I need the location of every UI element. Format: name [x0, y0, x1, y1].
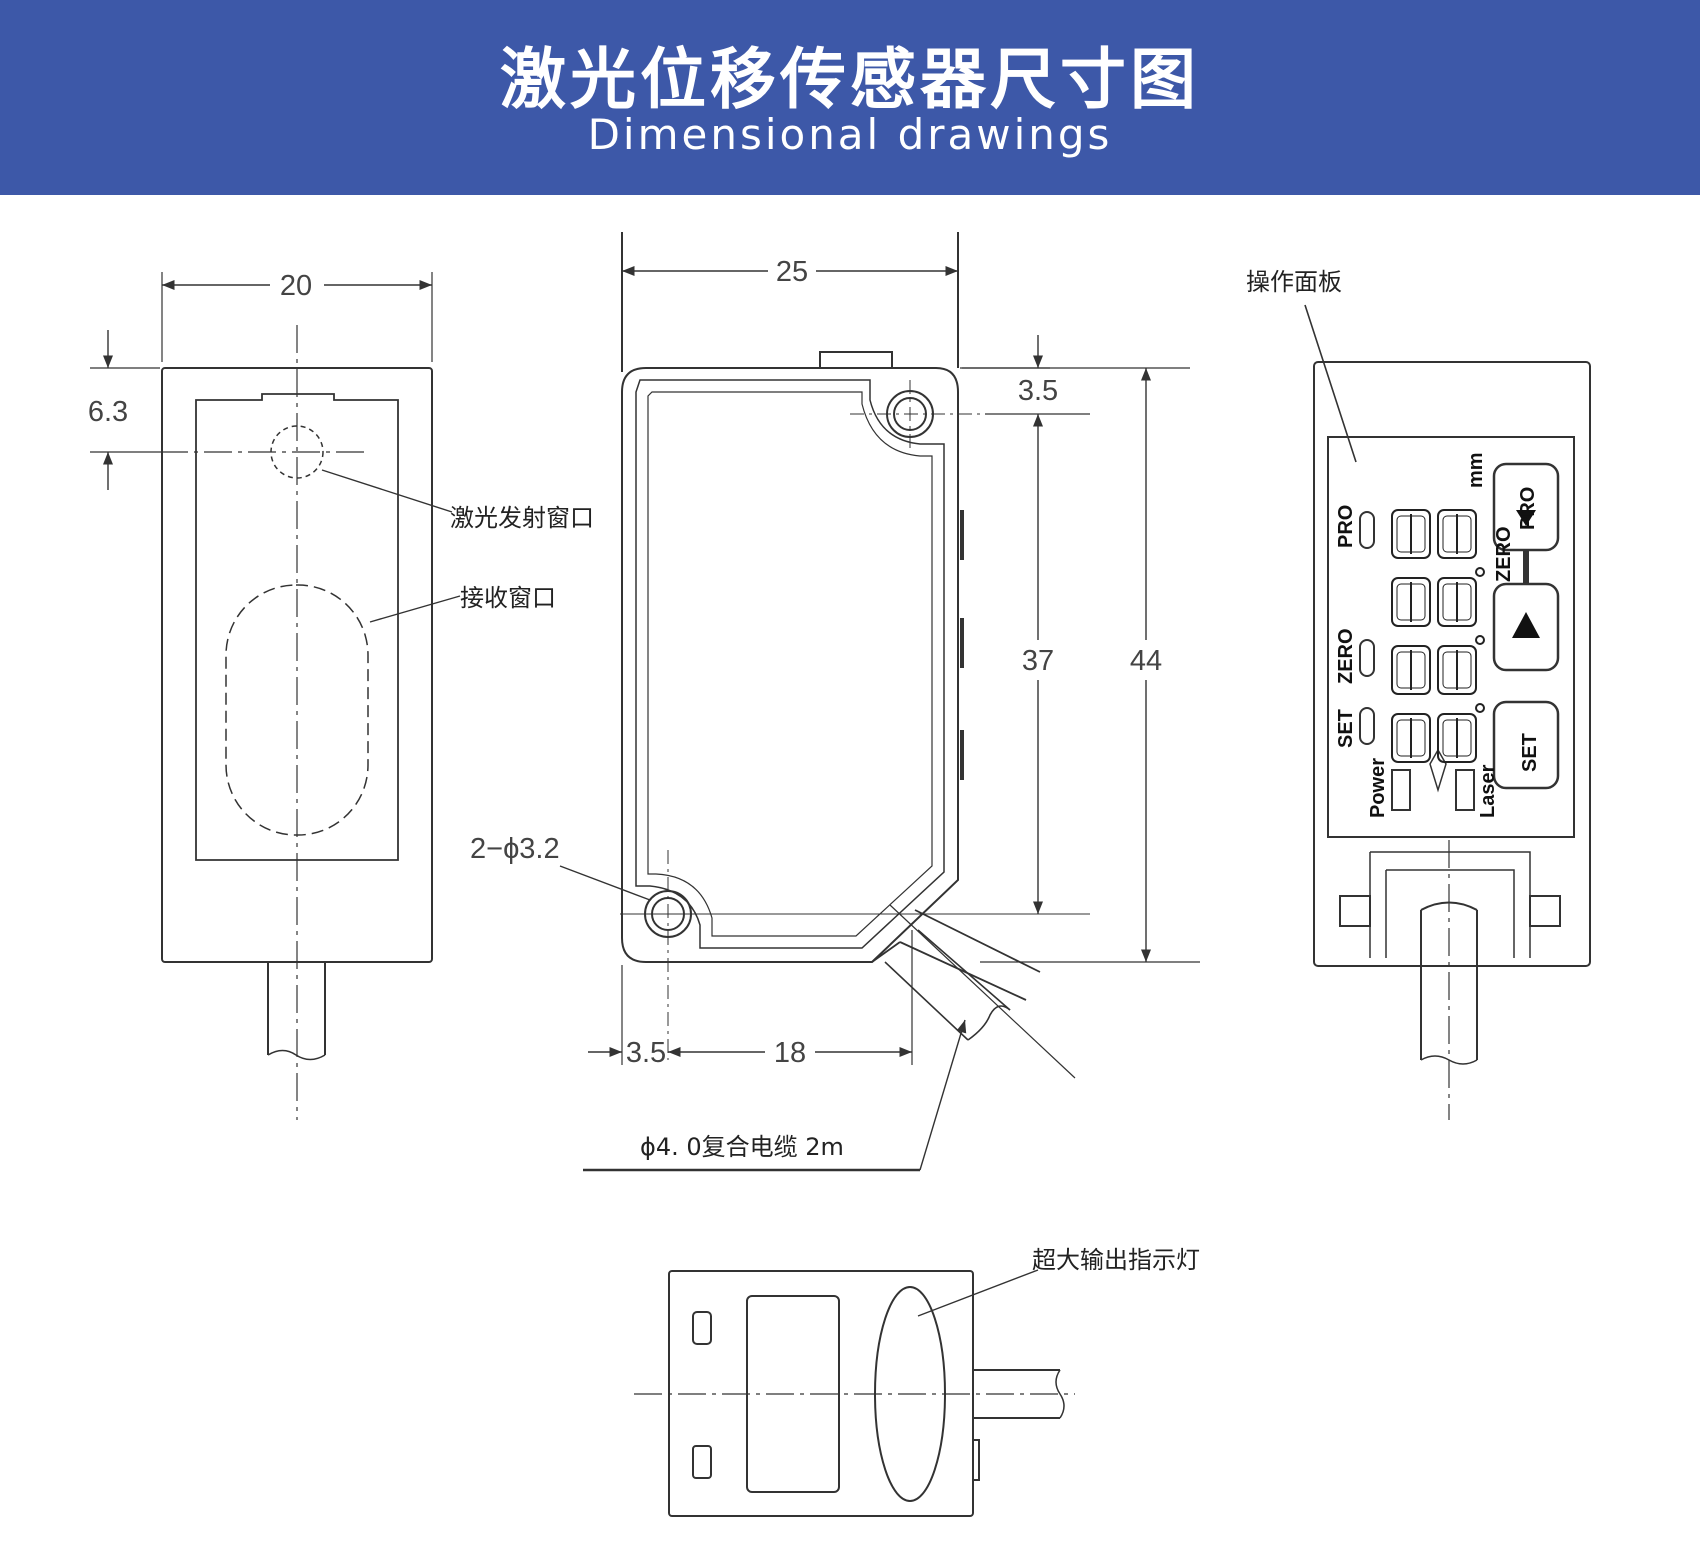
pro-led-label: PRO — [1335, 505, 1357, 548]
front-view — [90, 272, 461, 1120]
segment-digit — [1391, 509, 1431, 559]
power-led — [1391, 769, 1411, 811]
decimal-point — [1475, 635, 1485, 645]
dim-35-top-value: 3.5 — [1018, 375, 1058, 407]
top-led-2 — [692, 1445, 712, 1479]
panel-body-outline — [1313, 361, 1591, 967]
panel-tab-right — [1529, 895, 1561, 927]
segment-digit — [1437, 713, 1477, 763]
segment-digit — [1437, 577, 1477, 627]
zero-led — [1359, 639, 1375, 677]
seven-segment-display — [1391, 509, 1485, 763]
dim-63-value: 6.3 — [88, 396, 128, 428]
page-title: 激光位移传感器尺寸图 — [500, 41, 1200, 118]
side-inner-frame — [635, 379, 945, 949]
zero-button-label: ZERO — [1493, 526, 1515, 582]
decimal-point — [1475, 703, 1485, 713]
indicator-leader — [917, 1269, 1039, 1317]
cable-label: ϕ4. 0复合电缆 2m — [640, 1133, 844, 1161]
panel-connector — [1369, 851, 1531, 958]
side-cable-axis — [889, 904, 1076, 1079]
front-inner-frame — [195, 393, 399, 861]
segment-digit-inner — [1396, 583, 1426, 621]
side-cable — [871, 909, 1041, 1001]
power-led-label: Power — [1367, 758, 1389, 818]
set-led — [1359, 707, 1375, 745]
set-button-label: SET — [1519, 733, 1541, 772]
panel-tab-left — [1339, 895, 1371, 927]
panel-leader — [1304, 304, 1357, 463]
segment-digit-inner — [1442, 515, 1472, 553]
panel-label: 操作面板 — [1246, 268, 1342, 296]
segment-digit-inner — [1442, 583, 1472, 621]
front-cable — [267, 962, 326, 1055]
laser-window-leader — [321, 469, 453, 513]
receive-window — [225, 584, 369, 836]
top-view — [634, 1269, 1075, 1517]
side-top-tab — [819, 351, 893, 369]
top-led-1 — [692, 1311, 712, 1345]
dim-37-value: 37 — [1022, 645, 1054, 677]
segment-digit — [1437, 645, 1477, 695]
laser-window-label: 激光发射窗口 — [450, 504, 594, 532]
side-cable-end — [967, 1005, 1011, 1041]
pro-led — [1359, 511, 1375, 549]
receive-window-leader — [369, 595, 461, 623]
zero-led-label: ZERO — [1335, 628, 1357, 684]
laser-led-label: Laser — [1477, 764, 1499, 818]
laser-led — [1455, 769, 1475, 811]
page-subtitle: Dimensional drawings — [587, 110, 1113, 159]
cable-leader — [919, 1019, 967, 1171]
hole-leader — [559, 865, 651, 901]
segment-digit — [1391, 645, 1431, 695]
segment-digit-inner — [1396, 651, 1426, 689]
side-inner-frame-2 — [647, 391, 933, 937]
hole-label: 2−ϕ3.2 — [470, 833, 560, 865]
segment-digit-inner — [1442, 719, 1472, 757]
dim-35-bottom-value: 3.5 — [626, 1037, 666, 1069]
segment-digit — [1391, 713, 1431, 763]
segment-digit — [1391, 577, 1431, 627]
side-cable-lines — [884, 929, 1011, 1041]
dim-44-value: 44 — [1130, 645, 1162, 677]
set-button[interactable] — [1492, 700, 1560, 790]
header-banner: 激光位移传感器尺寸图 Dimensional drawings — [0, 0, 1700, 195]
segment-digit — [1437, 509, 1477, 559]
operation-panel — [1327, 436, 1575, 838]
segment-digit-inner — [1442, 651, 1472, 689]
pro-down-arrow-icon — [1516, 510, 1536, 526]
pro-button-label: PRO — [1517, 487, 1539, 530]
side-view — [559, 232, 1200, 1172]
laser-window — [270, 425, 324, 479]
top-side-tab — [972, 1439, 980, 1481]
top-cable-break — [1055, 1369, 1065, 1419]
dim-20-value: 20 — [280, 270, 312, 302]
unit-label: mm — [1465, 452, 1487, 488]
dim-18-value: 18 — [774, 1037, 806, 1069]
top-cable — [973, 1369, 1060, 1419]
up-arrow-icon — [1512, 612, 1540, 638]
decimal-point — [1475, 567, 1485, 577]
segment-digit-inner — [1396, 515, 1426, 553]
decimal-chevron — [1429, 748, 1447, 793]
side-body-outline — [621, 367, 959, 963]
receive-window-label: 接收窗口 — [460, 584, 556, 612]
set-led-label: SET — [1335, 709, 1357, 748]
segment-digit-inner — [1396, 719, 1426, 757]
indicator-label: 超大输出指示灯 — [1032, 1246, 1200, 1274]
dim-25-value: 25 — [776, 256, 808, 288]
front-cable-break — [267, 1049, 326, 1061]
panel-view — [1304, 304, 1591, 1120]
